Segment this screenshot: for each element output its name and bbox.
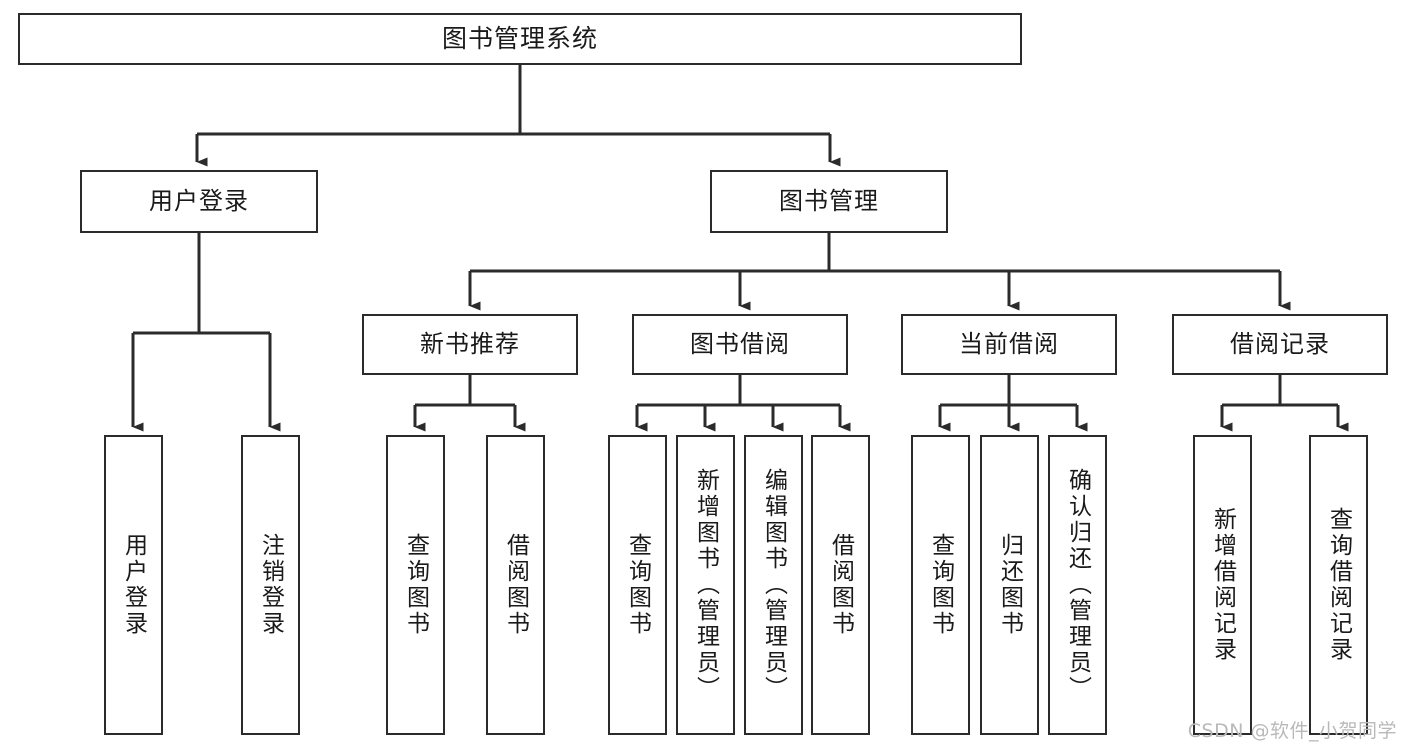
- node-leaf-query-book-3-label: 查询图书: [927, 533, 954, 637]
- node-leaf-borrow-book-2[interactable]: 借阅图书: [811, 435, 870, 735]
- node-leaf-add-book-label: 新增图书（管理员）: [692, 468, 719, 702]
- node-leaf-confirm-return-label: 确认归还（管理员）: [1064, 468, 1091, 702]
- node-leaf-logout-login[interactable]: 注销登录: [241, 435, 300, 735]
- node-leaf-return-book-label: 归还图书: [996, 533, 1023, 637]
- node-borrow-record[interactable]: 借阅记录: [1172, 314, 1388, 375]
- node-leaf-add-record[interactable]: 新增借阅记录: [1193, 435, 1252, 735]
- node-leaf-borrow-book-1[interactable]: 借阅图书: [486, 435, 545, 735]
- node-leaf-confirm-return[interactable]: 确认归还（管理员）: [1048, 435, 1107, 735]
- node-book-borrow-label: 图书借阅: [690, 330, 790, 359]
- node-leaf-query-book-1[interactable]: 查询图书: [386, 435, 445, 735]
- node-leaf-query-book-2-label: 查询图书: [624, 533, 651, 637]
- node-leaf-user-login[interactable]: 用户登录: [104, 435, 163, 735]
- node-book-manage-label: 图书管理: [779, 187, 879, 216]
- node-leaf-edit-book[interactable]: 编辑图书（管理员）: [744, 435, 803, 735]
- node-leaf-query-book-2[interactable]: 查询图书: [608, 435, 667, 735]
- node-leaf-edit-book-label: 编辑图书（管理员）: [760, 468, 787, 702]
- node-leaf-query-book-3[interactable]: 查询图书: [911, 435, 970, 735]
- node-root[interactable]: 图书管理系统: [18, 13, 1022, 65]
- node-leaf-add-record-label: 新增借阅记录: [1209, 507, 1236, 663]
- node-borrow-record-label: 借阅记录: [1230, 330, 1330, 359]
- node-user-login[interactable]: 用户登录: [80, 170, 318, 233]
- node-leaf-return-book[interactable]: 归还图书: [980, 435, 1039, 735]
- node-leaf-query-record-label: 查询借阅记录: [1325, 507, 1352, 663]
- node-leaf-borrow-book-2-label: 借阅图书: [827, 533, 854, 637]
- node-root-label: 图书管理系统: [441, 24, 598, 54]
- node-user-login-label: 用户登录: [149, 187, 249, 216]
- node-new-book-recommend-label: 新书推荐: [420, 330, 520, 359]
- node-current-borrow-label: 当前借阅: [959, 330, 1059, 359]
- node-leaf-logout-login-label: 注销登录: [257, 533, 284, 637]
- node-book-borrow[interactable]: 图书借阅: [632, 314, 848, 375]
- node-leaf-user-login-label: 用户登录: [120, 533, 147, 637]
- node-current-borrow[interactable]: 当前借阅: [901, 314, 1117, 375]
- node-book-manage[interactable]: 图书管理: [710, 170, 948, 233]
- node-leaf-borrow-book-1-label: 借阅图书: [502, 533, 529, 637]
- node-new-book-recommend[interactable]: 新书推荐: [362, 314, 578, 375]
- node-leaf-add-book[interactable]: 新增图书（管理员）: [676, 435, 735, 735]
- node-leaf-query-record[interactable]: 查询借阅记录: [1309, 435, 1368, 735]
- node-leaf-query-book-1-label: 查询图书: [402, 533, 429, 637]
